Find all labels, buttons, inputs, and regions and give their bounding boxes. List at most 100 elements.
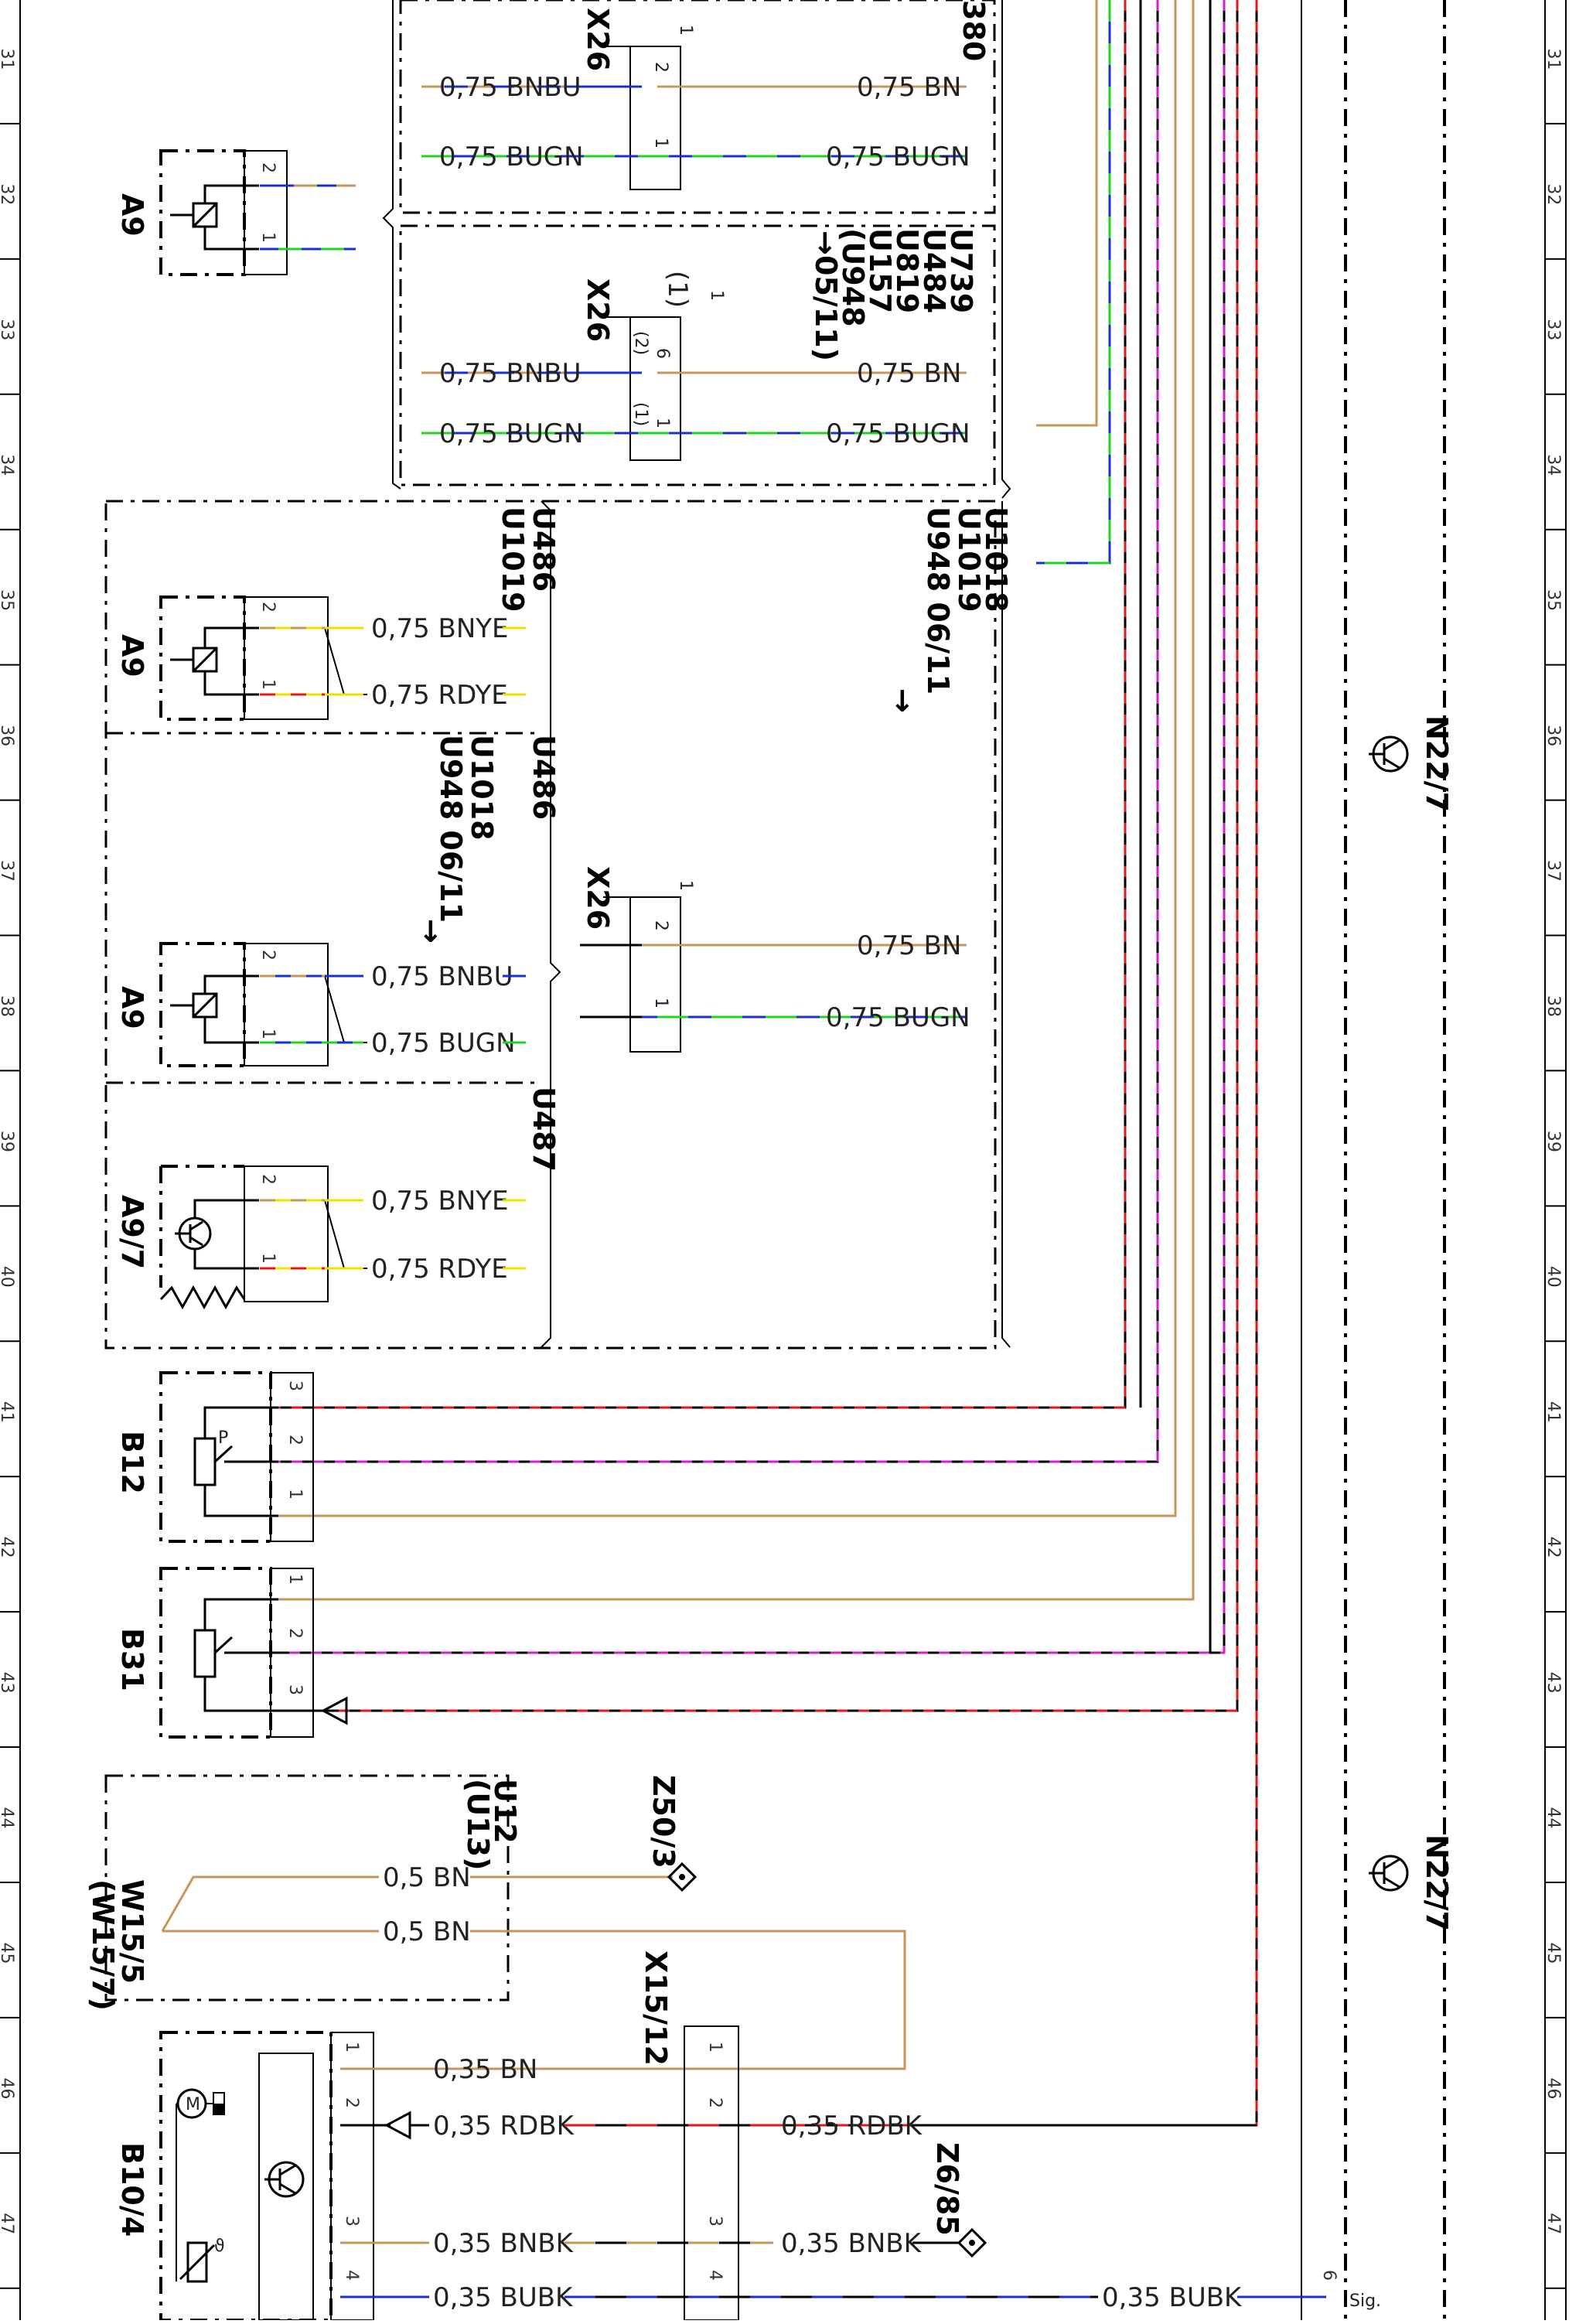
row-number-label: 37	[1543, 860, 1563, 882]
wire-label-bn: 0,35 BN	[433, 2054, 537, 2085]
wire-label-bn: 0,75 BN	[857, 930, 961, 961]
block-x26-upper: 380 X26 1 2 1 0,75 BNBU 0,75 BN 0,75 BUG…	[382, 0, 1011, 499]
row-number-label: 37	[0, 860, 16, 882]
relay-coil-icon	[170, 974, 259, 1044]
transistor-icon	[264, 2161, 305, 2198]
row-number-label: 35	[0, 589, 16, 611]
code-u12: U12	[488, 1779, 522, 1844]
wire-label-rdye: 0,75 RDYE	[371, 1254, 508, 1285]
pin-3: 3	[285, 1684, 305, 1695]
b31-sensor: B31 1 2 3	[115, 1567, 348, 1739]
pin-1: 1	[651, 138, 670, 148]
z6-85-label: Z6/85	[930, 2142, 964, 2236]
transistor-icon	[175, 1217, 212, 1251]
wire-label-bn: 0,75 BN	[857, 72, 961, 103]
pin-6: 6	[1319, 2270, 1339, 2281]
row-number-label: 44	[1543, 1807, 1563, 1829]
row-number-label: 38	[0, 995, 16, 1017]
paren-1: (1)	[662, 271, 693, 308]
code-u487: U487	[527, 1087, 561, 1172]
wire-label-rdbk: 0,35 RDBK	[781, 2111, 923, 2141]
pin-1: 1	[258, 1029, 278, 1039]
n22-7-unit: N22/7 N22/7	[1301, 0, 1454, 2320]
transistor-icon	[1369, 1855, 1409, 1892]
pin-1: 1	[653, 418, 672, 428]
relay-coil-icon	[170, 626, 259, 696]
pin-2: 2	[258, 1174, 278, 1185]
pin-1: 1	[285, 1574, 305, 1585]
b12-label: B12	[115, 1431, 149, 1494]
sig-label: Sig.	[1349, 2292, 1381, 2311]
pin-2: 2	[651, 62, 670, 73]
potentiometer-icon	[193, 1598, 278, 1712]
a9-relay-low: A9 2 1 0,75 BNBU 0,75 BUGN	[115, 942, 526, 1067]
code-u948: U948 06/11	[434, 735, 468, 923]
row-number-label: 42	[0, 1537, 16, 1558]
arrow-icon: →	[886, 688, 920, 713]
row-number-label: 32	[0, 183, 16, 205]
wire-label-bugn: 0,75 BUGN	[439, 418, 584, 449]
row-number-label: 45	[0, 1942, 16, 1964]
pin-2: 2	[651, 920, 670, 931]
row-number-label: 47	[0, 2213, 16, 2234]
wire-label-rdbk: 0,35 RDBK	[433, 2111, 575, 2141]
row-number-label: 38	[1543, 995, 1563, 1017]
pin-2: 2	[342, 2097, 361, 2108]
pin-1: 1	[258, 679, 278, 690]
svg-text:M: M	[186, 2095, 200, 2114]
w15-7-label: (W15/7)	[86, 1879, 120, 2011]
wire-label-bn: 0,75 BN	[857, 358, 961, 389]
x15-12-label: X15/12	[639, 1950, 673, 2066]
code-u1019: U1019	[496, 507, 530, 613]
a9-relay-top: A9 2 1	[115, 149, 356, 276]
x26-label-a: X26	[581, 8, 615, 71]
block-a9-group: U486 U1019 U1018 U1019 U948 06/11 → U486…	[104, 500, 1013, 1350]
fragment-380: 380	[957, 0, 991, 61]
a9-7-sensor: A9/7 2 1 0,75 BNYE 0,75 RDYE	[115, 1165, 526, 1310]
pin-1: 1	[342, 2042, 361, 2053]
wire-label-bnbk: 0,35 BNBK	[781, 2228, 923, 2259]
paren-1b: (1)	[631, 402, 650, 426]
b10-4-block: B10/4 M ϑ 1 2 3 4 X15/12 1 2	[115, 1950, 1381, 2322]
pin-2: 2	[285, 1628, 305, 1639]
a9-label: A9	[115, 986, 149, 1029]
wire-label-bn: 0,5 BN	[383, 1916, 471, 1947]
code-u739: U739	[944, 228, 978, 313]
row-number-label: 34	[1543, 454, 1563, 476]
wire-label-bnbk: 0,35 BNBK	[433, 2228, 575, 2259]
pin-2: 2	[258, 162, 278, 173]
row-number-label: 35	[1543, 589, 1563, 611]
wire-label-bubk: 0,35 BUBK	[1102, 2282, 1243, 2313]
row-number-label: 41	[1543, 1401, 1563, 1423]
x26-label-b: X26	[581, 278, 615, 342]
svg-text:ϑ: ϑ	[214, 2237, 225, 2256]
row-number-label: 31	[0, 48, 16, 70]
pin-4: 4	[342, 2270, 361, 2281]
wire-label-rdye: 0,75 RDYE	[371, 680, 508, 711]
row-number-label: 33	[0, 319, 16, 340]
motor-icon: M	[176, 2088, 225, 2119]
code-list-block: U739 U484 U819 U157 (U948 05/11) →	[809, 228, 978, 361]
thermistor-icon: ϑ	[179, 2237, 225, 2283]
splice-diamond-icon	[957, 2227, 987, 2258]
pin-3: 3	[285, 1380, 305, 1391]
row-number-label: 31	[1543, 48, 1563, 70]
code-u1018: U1018	[465, 735, 499, 841]
a9-label: A9	[115, 634, 149, 677]
code-05-11: 05/11)	[809, 255, 843, 361]
row-number-label: 45	[1543, 1942, 1563, 1964]
pin-1: 1	[707, 290, 726, 301]
pin-1: 1	[705, 2042, 725, 2053]
row-number-label: 46	[1543, 2077, 1563, 2099]
row-number-label: 40	[0, 1266, 16, 1288]
wire-label-bugn: 0,75 BUGN	[826, 1002, 970, 1033]
code-u13: (U13)	[461, 1779, 495, 1870]
pin-2: 2	[258, 602, 278, 613]
arrow-icon: →	[414, 919, 449, 944]
row-number-label: 47	[1543, 2213, 1563, 2234]
n22-7-label-a: N22/7	[1420, 715, 1454, 812]
row-number-label: 36	[0, 725, 16, 746]
n22-7-label-b: N22/7	[1420, 1834, 1454, 1931]
